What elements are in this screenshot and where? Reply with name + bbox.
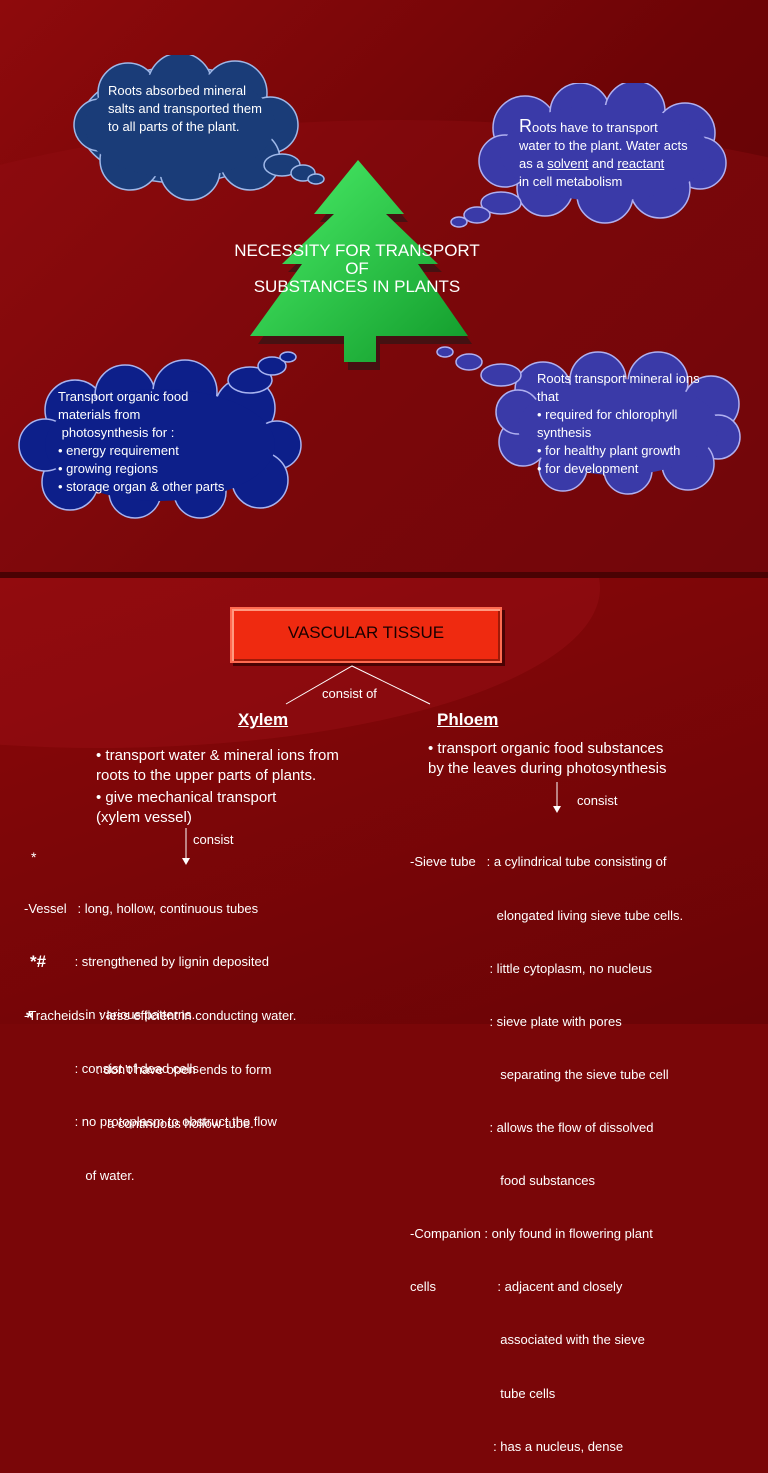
cloud-bottom-left-text: Transport organic food materials from ph… xyxy=(58,389,225,494)
xylem-heading: Xylem xyxy=(238,710,289,729)
slide-separator xyxy=(0,572,768,578)
slide-necessity-transport: NECESSITY FOR TRANSPORT OF SUBSTANCES IN… xyxy=(0,0,768,572)
tree-graphic xyxy=(250,160,472,370)
cloud-bottom-right-text: Roots transport mineral ions that • requ… xyxy=(537,371,700,476)
thought-cloud-top-left xyxy=(73,55,325,201)
thought-cloud-top-right xyxy=(450,83,727,228)
cloud-top-right-text: Roots have to transport water to the pla… xyxy=(519,116,688,189)
star-bottom: * xyxy=(26,1008,34,1028)
consist-of-label: consist of xyxy=(322,686,377,701)
star-vessel: * xyxy=(31,849,37,865)
cloud-top-left-text: Roots absorbed mineral salts and transpo… xyxy=(108,83,262,134)
thought-cloud-bottom-left xyxy=(18,351,302,519)
tracheid-details: -Tracheids : less efficient in conductin… xyxy=(24,1008,297,1131)
thought-cloud-bottom-right xyxy=(436,346,741,495)
down-arrow-xylem xyxy=(182,828,190,865)
branch-lines xyxy=(285,665,431,705)
phloem-details: -Sieve tube : a cylindrical tube consist… xyxy=(410,854,684,1454)
consist-label-xylem: consist xyxy=(193,832,234,847)
vascular-tissue-box: VASCULAR TISSUE xyxy=(230,607,502,663)
phloem-heading: Phloem xyxy=(437,710,499,729)
phloem-points: • transport organic food substances by t… xyxy=(428,740,667,777)
slide-title: NECESSITY FOR TRANSPORT OF SUBSTANCES IN… xyxy=(234,241,480,296)
xylem-points: • transport water & mineral ions from ro… xyxy=(96,747,339,826)
consist-label-phloem: consist xyxy=(577,793,618,808)
tree-shape xyxy=(250,160,468,362)
down-arrow-phloem xyxy=(553,782,561,813)
star-tracheid: *# xyxy=(30,952,47,971)
